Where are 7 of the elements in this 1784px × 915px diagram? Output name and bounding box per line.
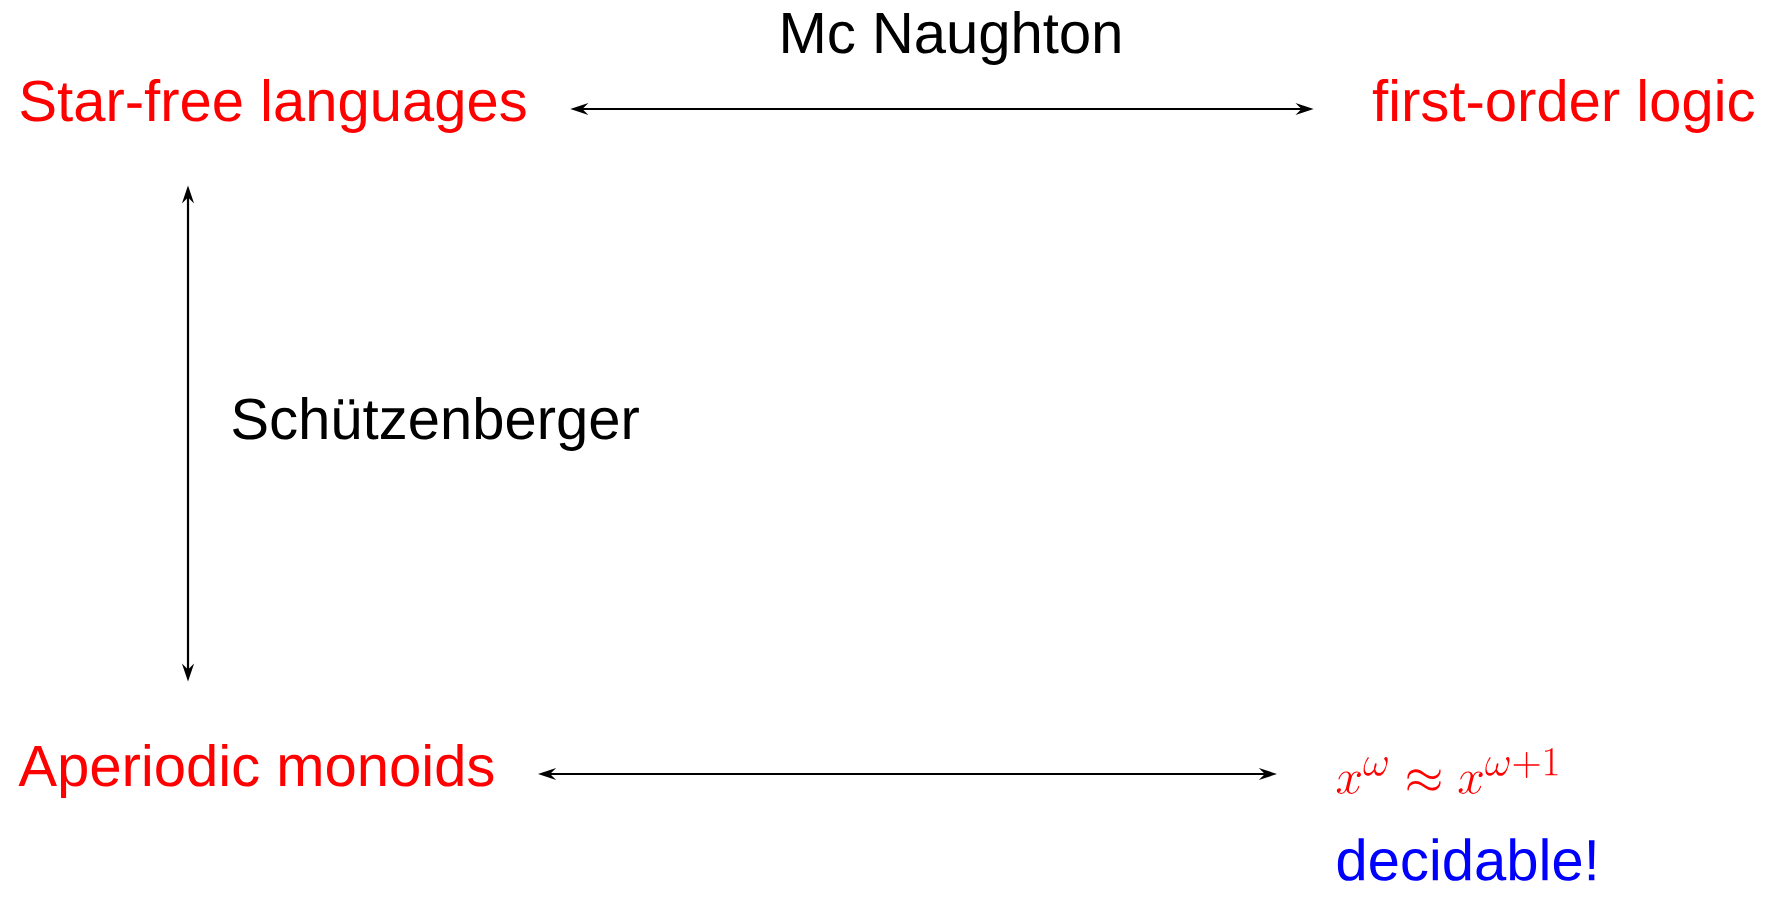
edge-label: Schützenberger — [233, 396, 639, 452]
edge-label: Mc Naughton — [783, 10, 1120, 66]
node-label: first-order logic — [1372, 78, 1754, 134]
node-label: Star-free languages — [21, 78, 526, 134]
math-formula: $x^{\omega} \approx x^{\omega+1}$ — [1336, 747, 1558, 794]
note-text: decidable! — [1337, 838, 1595, 881]
node-label: Aperiodic monoids — [18, 743, 494, 799]
